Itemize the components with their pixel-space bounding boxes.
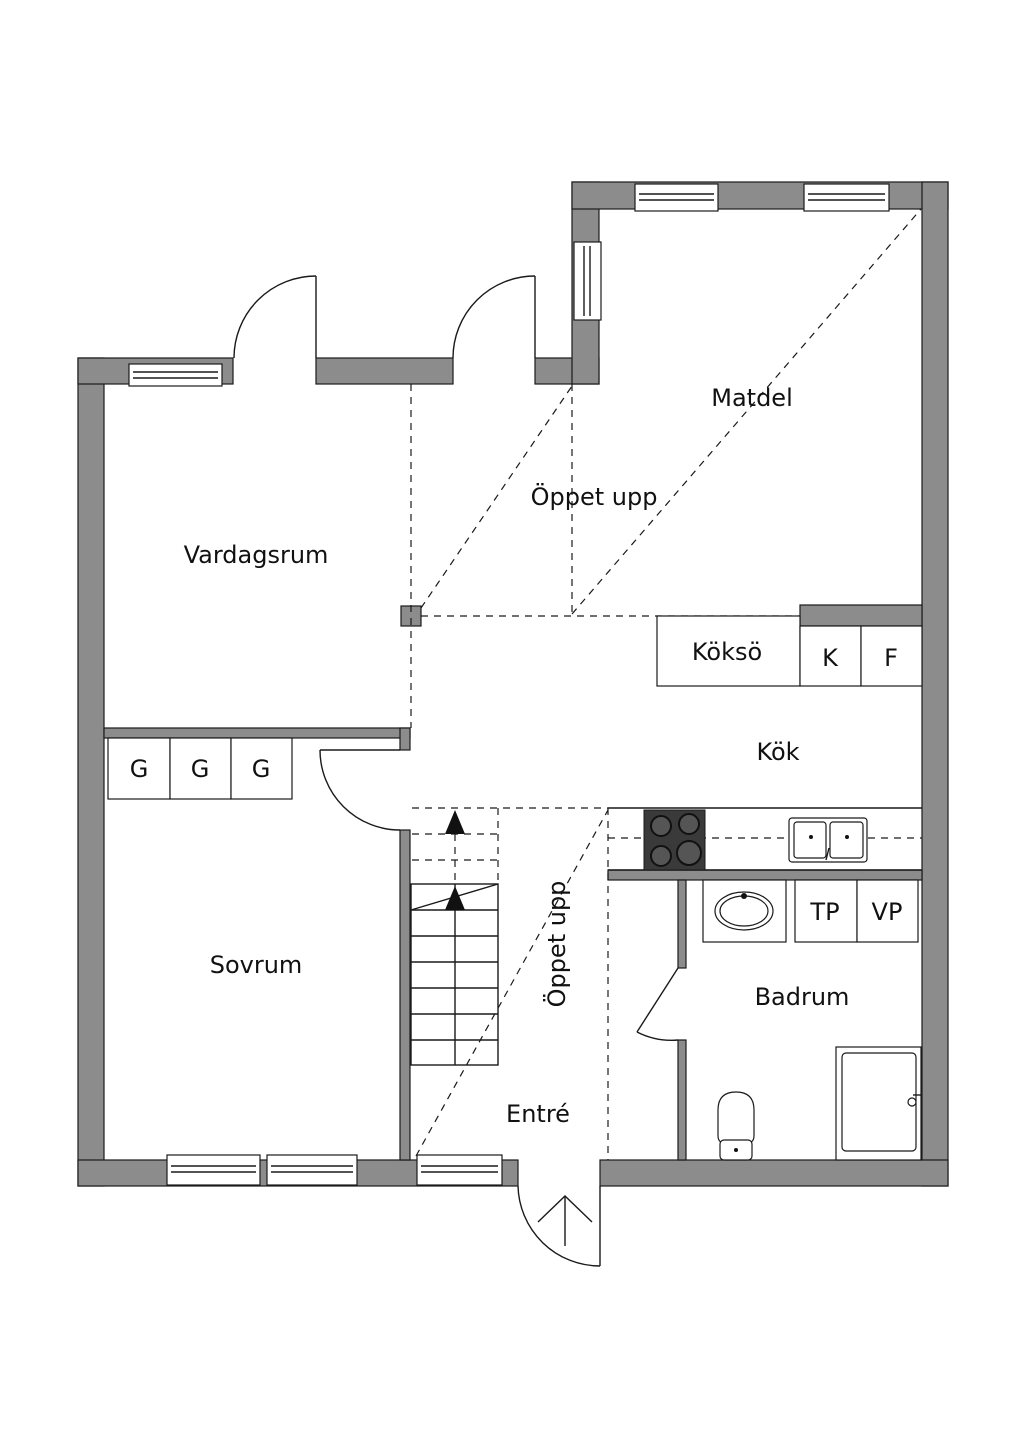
wall-living-stub (399, 727, 411, 751)
wall-bathroom-west-lower (677, 1039, 687, 1161)
kitchen-counter (608, 807, 922, 871)
kitchen-appliances-top (799, 625, 923, 687)
door-bathroom (636, 967, 679, 1041)
wall-north (571, 181, 949, 210)
window-north-2 (803, 183, 890, 212)
stair-arrow-icon-upper (445, 810, 465, 834)
appliance-label-k: K (822, 644, 839, 672)
door-living-left (233, 275, 317, 359)
wall-south-right (599, 1159, 949, 1187)
room-label-sovrum: Sovrum (210, 951, 303, 979)
burner-icon (676, 840, 702, 866)
kitchen-island (656, 615, 801, 687)
room-label-oppet-upp-stair: Öppet upp (542, 881, 571, 1008)
windows (128, 183, 890, 1186)
doors (233, 275, 679, 1267)
door-bedroom (319, 749, 401, 831)
appliance-label-f: F (884, 644, 898, 672)
room-label-kokso: Köksö (692, 638, 762, 666)
burner-icon (678, 813, 700, 835)
staircase (410, 810, 499, 1066)
washbasin-icon (702, 879, 787, 943)
room-label-entre: Entré (506, 1100, 570, 1128)
room-label-kok: Kök (756, 738, 799, 766)
room-label-vardagsrum: Vardagsrum (184, 541, 329, 569)
appliance-label-g2: G (191, 755, 210, 783)
room-label-matdel: Matdel (711, 384, 793, 412)
wall-living-bedroom (103, 727, 411, 739)
wall-west (77, 357, 105, 1187)
wall-bedroom-east (399, 829, 411, 1161)
washer-vp (856, 879, 919, 943)
wall-bathroom-west-upper (677, 879, 687, 969)
burner-icon (650, 815, 672, 837)
bathroom-fixtures (702, 879, 922, 1161)
appliance-label-g1: G (130, 755, 149, 783)
toilet-icon (717, 1091, 755, 1161)
wardrobes (107, 737, 293, 800)
window-north-1 (634, 183, 719, 212)
shower-icon (835, 1046, 922, 1161)
window-south-3 (416, 1154, 503, 1186)
dryer-tp (794, 879, 858, 943)
sink-icon (788, 817, 868, 863)
door-living-right (452, 275, 536, 359)
wall-east (921, 181, 949, 1187)
window-south-1 (166, 1154, 261, 1186)
appliance-label-g3: G (252, 755, 271, 783)
appliance-label-tp: TP (809, 898, 839, 926)
wall-bathroom-north (607, 869, 923, 881)
window-top-left (128, 363, 223, 387)
room-label-badrum: Badrum (755, 983, 850, 1011)
window-south-2 (266, 1154, 358, 1186)
stair-arrow-icon-lower (445, 886, 465, 910)
room-label-oppet-upp: Öppet upp (531, 482, 658, 511)
freezer-f (860, 625, 923, 687)
fridge-k (799, 625, 862, 687)
labels: Matdel Öppet upp Vardagsrum Köksö K F Kö… (130, 384, 903, 1128)
wall-kitchen-stub (799, 604, 923, 627)
burner-icon (650, 845, 672, 867)
appliance-label-vp: VP (872, 898, 903, 926)
door-entrance (517, 1185, 601, 1267)
window-bay-west (573, 241, 602, 321)
wall-top-mid (315, 357, 454, 385)
